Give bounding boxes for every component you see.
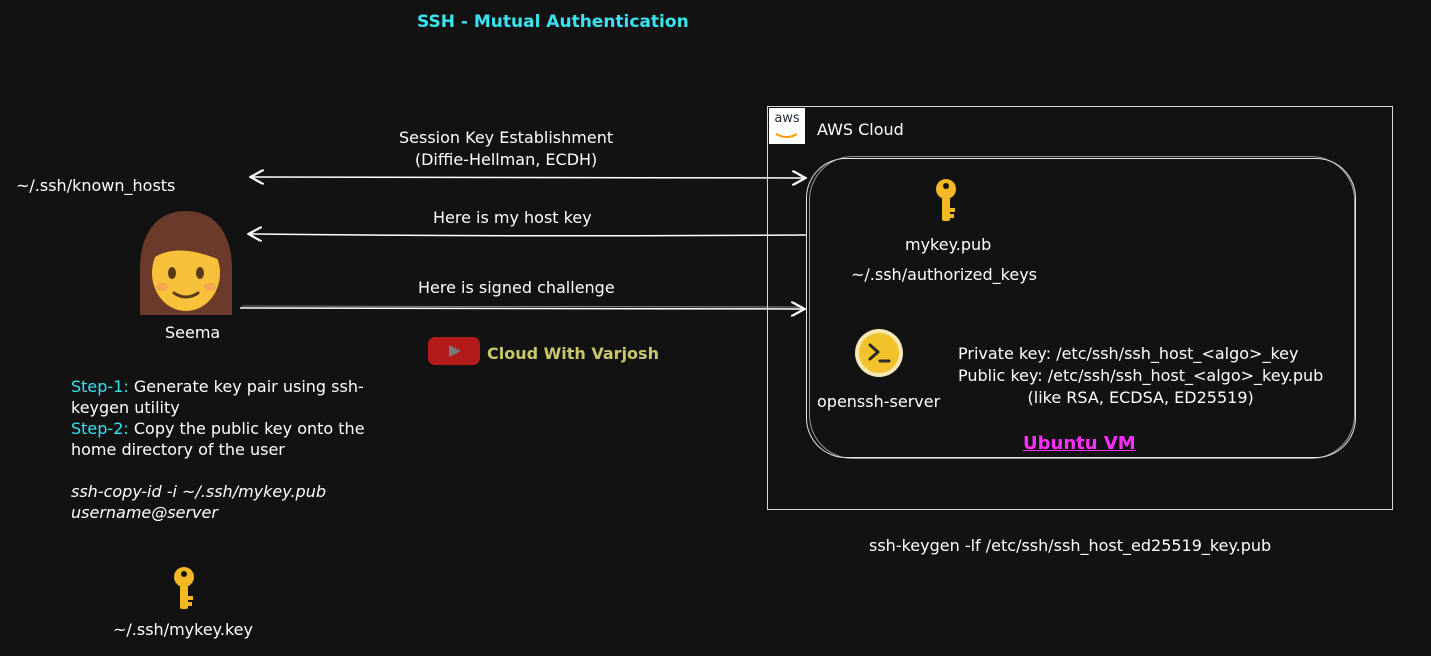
key-icon	[174, 567, 194, 609]
openssh-server-label: openssh-server	[817, 392, 941, 411]
ubuntu-vm-box	[806, 158, 1356, 458]
woman-emoji-icon	[140, 211, 232, 315]
public-key-file-label: mykey.pub	[905, 235, 992, 254]
terminal-icon	[855, 329, 903, 377]
copy-command-line1: ssh-copy-id -i ~/.ssh/mykey.pub	[71, 482, 327, 501]
step-2-text: Copy the public key onto the home direct…	[71, 419, 365, 459]
public-host-key-label: Public key: /etc/ssh/ssh_host_<algo>_key…	[958, 366, 1324, 385]
step-1-text: Generate key pair using ssh-keygen utili…	[71, 377, 364, 417]
steps-block: Step-1: Generate key pair using ssh-keyg…	[71, 376, 391, 523]
session-key-line1: Session Key Establishment	[399, 128, 614, 147]
aws-logo-text: aws	[774, 111, 800, 126]
aws-cloud-label: AWS Cloud	[817, 120, 904, 139]
keygen-command-label: ssh-keygen -lf /etc/ssh/ssh_host_ed25519…	[869, 536, 1272, 555]
ubuntu-vm-box-sketch	[809, 156, 1355, 459]
algorithms-label: (like RSA, ECDSA, ED25519)	[1027, 388, 1254, 407]
signed-challenge-arrow	[239, 308, 803, 309]
session-key-arrow	[252, 177, 804, 178]
youtube-icon	[428, 337, 480, 365]
ubuntu-vm-label: Ubuntu VM	[1023, 433, 1136, 454]
signed-challenge-arrow-sketch	[241, 305, 801, 308]
user-name-label: Seema	[165, 323, 221, 342]
host-key-arrow	[250, 234, 807, 236]
host-keys-block: Private key: /etc/ssh/ssh_host_<algo>_ke…	[958, 343, 1323, 409]
step-1-label: Step-1:	[71, 377, 129, 396]
step-2-label: Step-2:	[71, 419, 129, 438]
diagram-title: SSH - Mutual Authentication	[417, 12, 689, 32]
key-icon	[936, 179, 956, 221]
known-hosts-label: ~/.ssh/known_hosts	[16, 176, 176, 195]
session-key-label: Session Key Establishment (Diffie-Hellma…	[399, 127, 613, 171]
signed-challenge-label: Here is signed challenge	[418, 278, 615, 297]
aws-logo-icon: aws	[769, 108, 805, 144]
authorized-keys-label: ~/.ssh/authorized_keys	[851, 265, 1037, 284]
aws-cloud-box	[767, 106, 1393, 510]
copy-command-line2: username@server	[71, 503, 218, 522]
private-key-file-label: ~/.ssh/mykey.key	[113, 620, 253, 639]
step-2: Step-2: Copy the public key onto the hom…	[71, 418, 391, 460]
step-1: Step-1: Generate key pair using ssh-keyg…	[71, 376, 391, 418]
session-key-line2: (Diffie-Hellman, ECDH)	[414, 150, 598, 169]
host-key-label: Here is my host key	[433, 208, 592, 227]
watermark-label: Cloud With Varjosh	[487, 344, 659, 363]
private-host-key-label: Private key: /etc/ssh/ssh_host_<algo>_ke…	[958, 344, 1299, 363]
